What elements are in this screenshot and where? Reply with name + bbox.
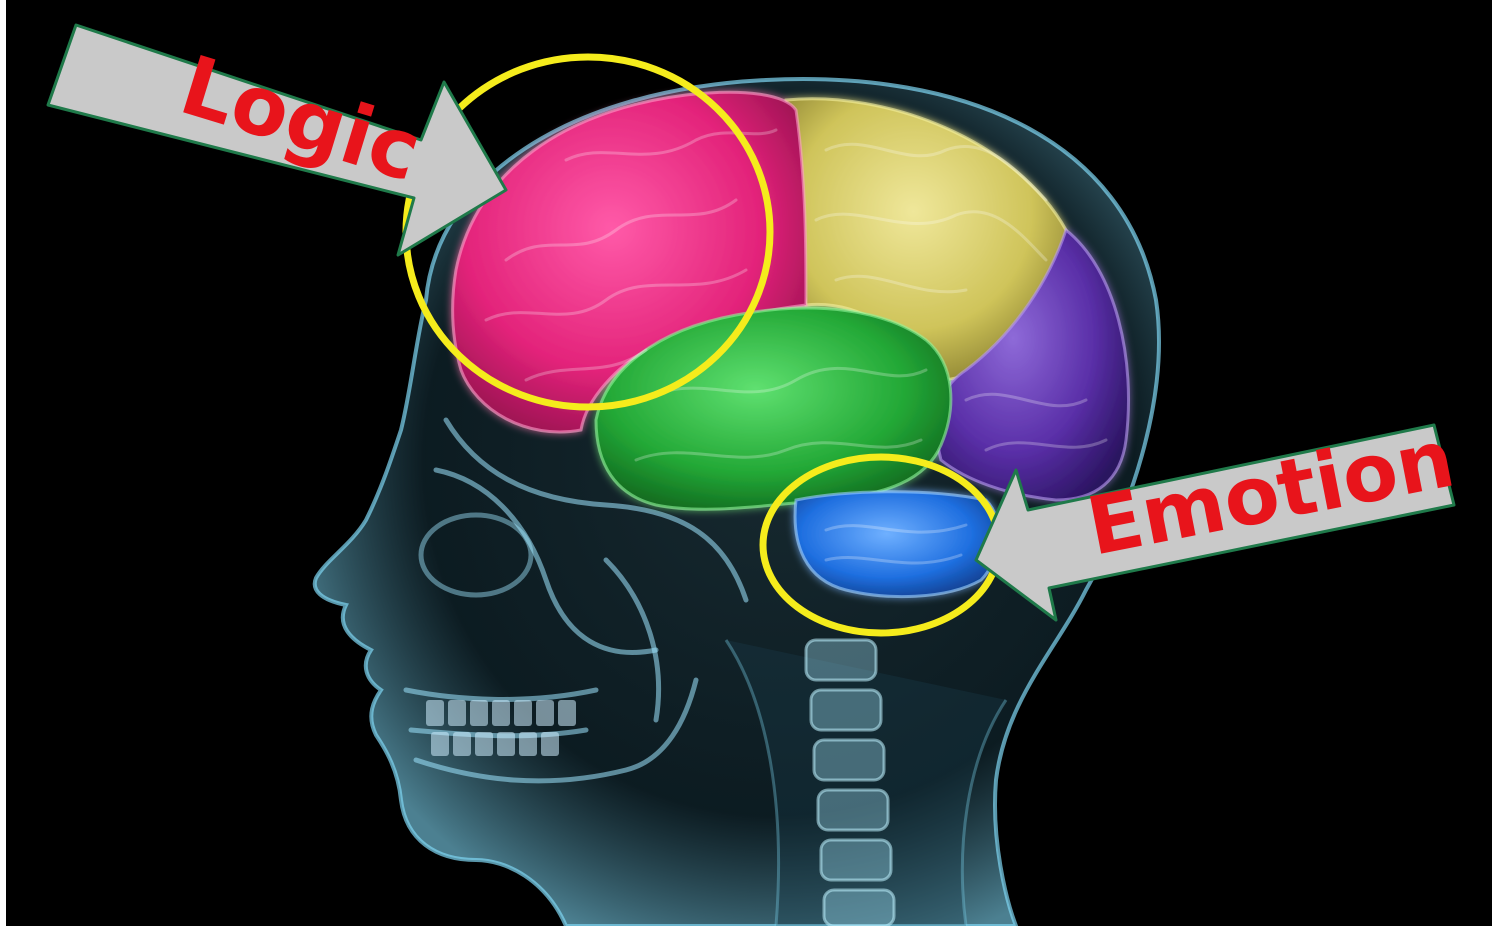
xray-head-illustration: Logic Emotion [6, 0, 1492, 926]
logic-arrow: Logic [48, 25, 506, 255]
cerebellum [795, 492, 999, 597]
logic-label: Logic [170, 38, 431, 200]
brain-diagram-canvas: Logic Emotion [6, 0, 1492, 926]
